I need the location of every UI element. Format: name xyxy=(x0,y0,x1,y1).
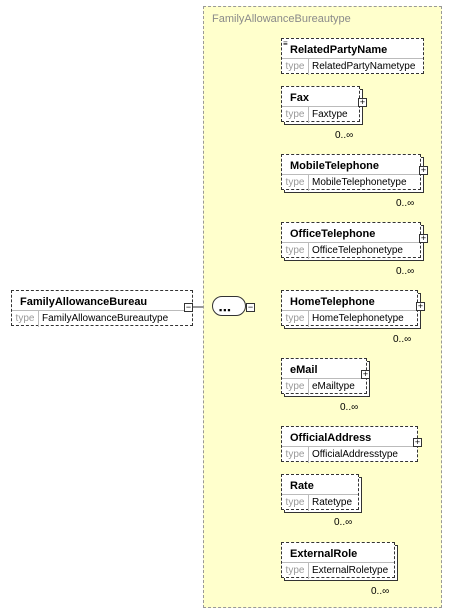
element-name: RelatedPartyName xyxy=(290,44,388,56)
element-name: eMail xyxy=(290,364,318,376)
attribute-list-icon: ≡ xyxy=(283,39,288,48)
type-label: type xyxy=(282,107,309,123)
type-label: type xyxy=(282,243,309,259)
expand-icon[interactable]: + xyxy=(358,97,367,107)
cardinality: 0..∞ xyxy=(371,586,390,597)
element-office-telephone[interactable]: OfficeTelephone type OfficeTelephonetype xyxy=(281,222,421,259)
type-label: type xyxy=(12,311,39,327)
element-mobile-telephone[interactable]: MobileTelephone type MobileTelephonetype xyxy=(281,154,421,191)
expand-icon[interactable]: + xyxy=(361,369,370,379)
type-value: RelatedPartyNametype xyxy=(312,61,416,72)
type-label: type xyxy=(282,175,309,191)
type-value: ExternalRoletype xyxy=(312,565,389,576)
cardinality: 0..∞ xyxy=(396,198,415,209)
type-label: type xyxy=(282,563,309,579)
type-row: type MobileTelephonetype xyxy=(282,174,420,191)
root-element-box[interactable]: FamilyAllowanceBureau type FamilyAllowan… xyxy=(11,290,193,327)
complex-type-title: FamilyAllowanceBureautype xyxy=(212,13,351,25)
type-value: Faxtype xyxy=(312,109,348,120)
type-row: type eMailtype xyxy=(282,378,366,395)
type-value: Ratetype xyxy=(312,497,353,508)
element-fax[interactable]: Fax type Faxtype xyxy=(281,86,360,123)
type-row: type HomeTelephonetype xyxy=(282,310,417,327)
type-label: type xyxy=(282,311,309,327)
element-email[interactable]: eMail type eMailtype xyxy=(281,358,367,395)
cardinality: 0..∞ xyxy=(335,130,354,141)
sequence-compositor-icon[interactable]: ▪▪▪ xyxy=(212,296,246,316)
element-name: Fax xyxy=(290,92,309,104)
type-label: type xyxy=(282,495,309,511)
expand-icon[interactable]: + xyxy=(413,437,422,447)
element-external-role[interactable]: ExternalRole type ExternalRoletype xyxy=(281,542,395,579)
element-official-address[interactable]: OfficialAddress type OfficialAddresstype xyxy=(281,426,418,463)
type-value: OfficeTelephonetype xyxy=(312,245,403,256)
element-name: HomeTelephone xyxy=(290,296,375,308)
expand-icon[interactable]: + xyxy=(419,233,428,243)
type-value: OfficialAddresstype xyxy=(312,449,398,460)
cardinality: 0..∞ xyxy=(393,334,412,345)
type-value: HomeTelephonetype xyxy=(312,313,404,324)
cardinality: 0..∞ xyxy=(334,517,353,528)
type-row: type ExternalRoletype xyxy=(282,562,394,579)
element-name: OfficeTelephone xyxy=(290,228,376,240)
sequence-dots: ▪▪▪ xyxy=(219,305,232,315)
type-row: type Ratetype xyxy=(282,494,358,511)
root-type-row: type FamilyAllowanceBureautype xyxy=(12,310,192,327)
root-element-name: FamilyAllowanceBureau xyxy=(20,296,148,308)
sequence-collapse-icon[interactable]: − xyxy=(246,302,255,312)
type-label: type xyxy=(282,379,309,395)
element-name: MobileTelephone xyxy=(290,160,380,172)
element-name: ExternalRole xyxy=(290,548,358,560)
element-name: OfficialAddress xyxy=(290,432,372,444)
expand-icon[interactable]: + xyxy=(419,165,428,175)
type-value: MobileTelephonetype xyxy=(312,177,407,188)
element-name: Rate xyxy=(290,480,314,492)
type-row: type OfficialAddresstype xyxy=(282,446,417,463)
type-label: type xyxy=(282,59,309,75)
cardinality: 0..∞ xyxy=(396,266,415,277)
type-row: type RelatedPartyNametype xyxy=(282,58,423,75)
element-rate[interactable]: Rate type Ratetype xyxy=(281,474,359,511)
type-row: type Faxtype xyxy=(282,106,359,123)
element-home-telephone[interactable]: HomeTelephone type HomeTelephonetype xyxy=(281,290,418,327)
cardinality: 0..∞ xyxy=(340,402,359,413)
type-label: type xyxy=(282,447,309,463)
collapse-icon[interactable]: − xyxy=(184,302,193,312)
element-related-party-name[interactable]: ≡ RelatedPartyName type RelatedPartyName… xyxy=(281,38,424,75)
root-type-value: FamilyAllowanceBureautype xyxy=(42,313,169,324)
type-row: type OfficeTelephonetype xyxy=(282,242,420,259)
expand-icon[interactable]: + xyxy=(416,301,425,311)
type-value: eMailtype xyxy=(312,381,355,392)
